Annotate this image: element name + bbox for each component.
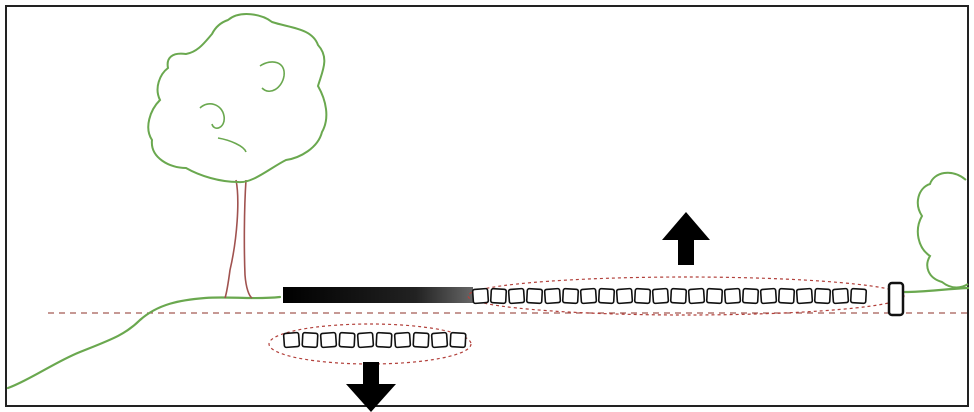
chain-block: [705, 287, 724, 305]
chain-block: [471, 287, 490, 305]
chain-block: [849, 287, 868, 305]
tree-trunk: [224, 179, 253, 299]
chain-block: [831, 287, 850, 305]
chain-block: [338, 331, 356, 349]
chain-block: [356, 331, 375, 349]
chain-block: [319, 331, 338, 349]
tree-canopy-detail-2: [259, 61, 285, 92]
chain-block: [543, 287, 562, 305]
chain-block: [777, 287, 796, 305]
chain-block: [615, 287, 634, 305]
chain-block: [741, 287, 760, 305]
chain-block: [687, 287, 706, 305]
chain-block: [759, 287, 778, 305]
right-bush: [916, 171, 969, 289]
chain-block: [430, 331, 449, 349]
tree-canopy-detail-1: [199, 103, 225, 129]
chain-block: [393, 331, 412, 349]
chain-block: [525, 287, 544, 305]
tree-canopy-detail-3: [217, 137, 247, 153]
end-cap-block: [887, 281, 905, 317]
chain-block: [449, 331, 467, 349]
chain-block: [561, 287, 580, 305]
chain-block: [633, 287, 652, 305]
chain-block: [597, 287, 616, 305]
chain-block: [795, 287, 814, 305]
chain-block: [489, 287, 508, 305]
ground-line-right: [903, 286, 970, 294]
chain-block: [507, 287, 526, 305]
ground-line: [6, 295, 282, 390]
arrow-up-icon: [662, 212, 710, 265]
chain-block: [282, 331, 301, 349]
arrow-down-icon: [346, 362, 396, 412]
chain-block: [651, 287, 670, 305]
chain-block: [723, 287, 742, 305]
lower-chain-outline: [268, 323, 472, 365]
chain-block: [669, 287, 688, 305]
frame-border: [5, 5, 969, 407]
chain-block: [412, 331, 430, 349]
chain-block: [375, 331, 393, 349]
lower-block-chain: [282, 331, 467, 349]
chain-block: [301, 331, 319, 349]
solid-segment: [283, 287, 473, 303]
chain-block: [579, 287, 598, 305]
tree-canopy: [147, 13, 328, 184]
upper-block-chain: [471, 287, 868, 305]
chain-block: [813, 287, 832, 305]
